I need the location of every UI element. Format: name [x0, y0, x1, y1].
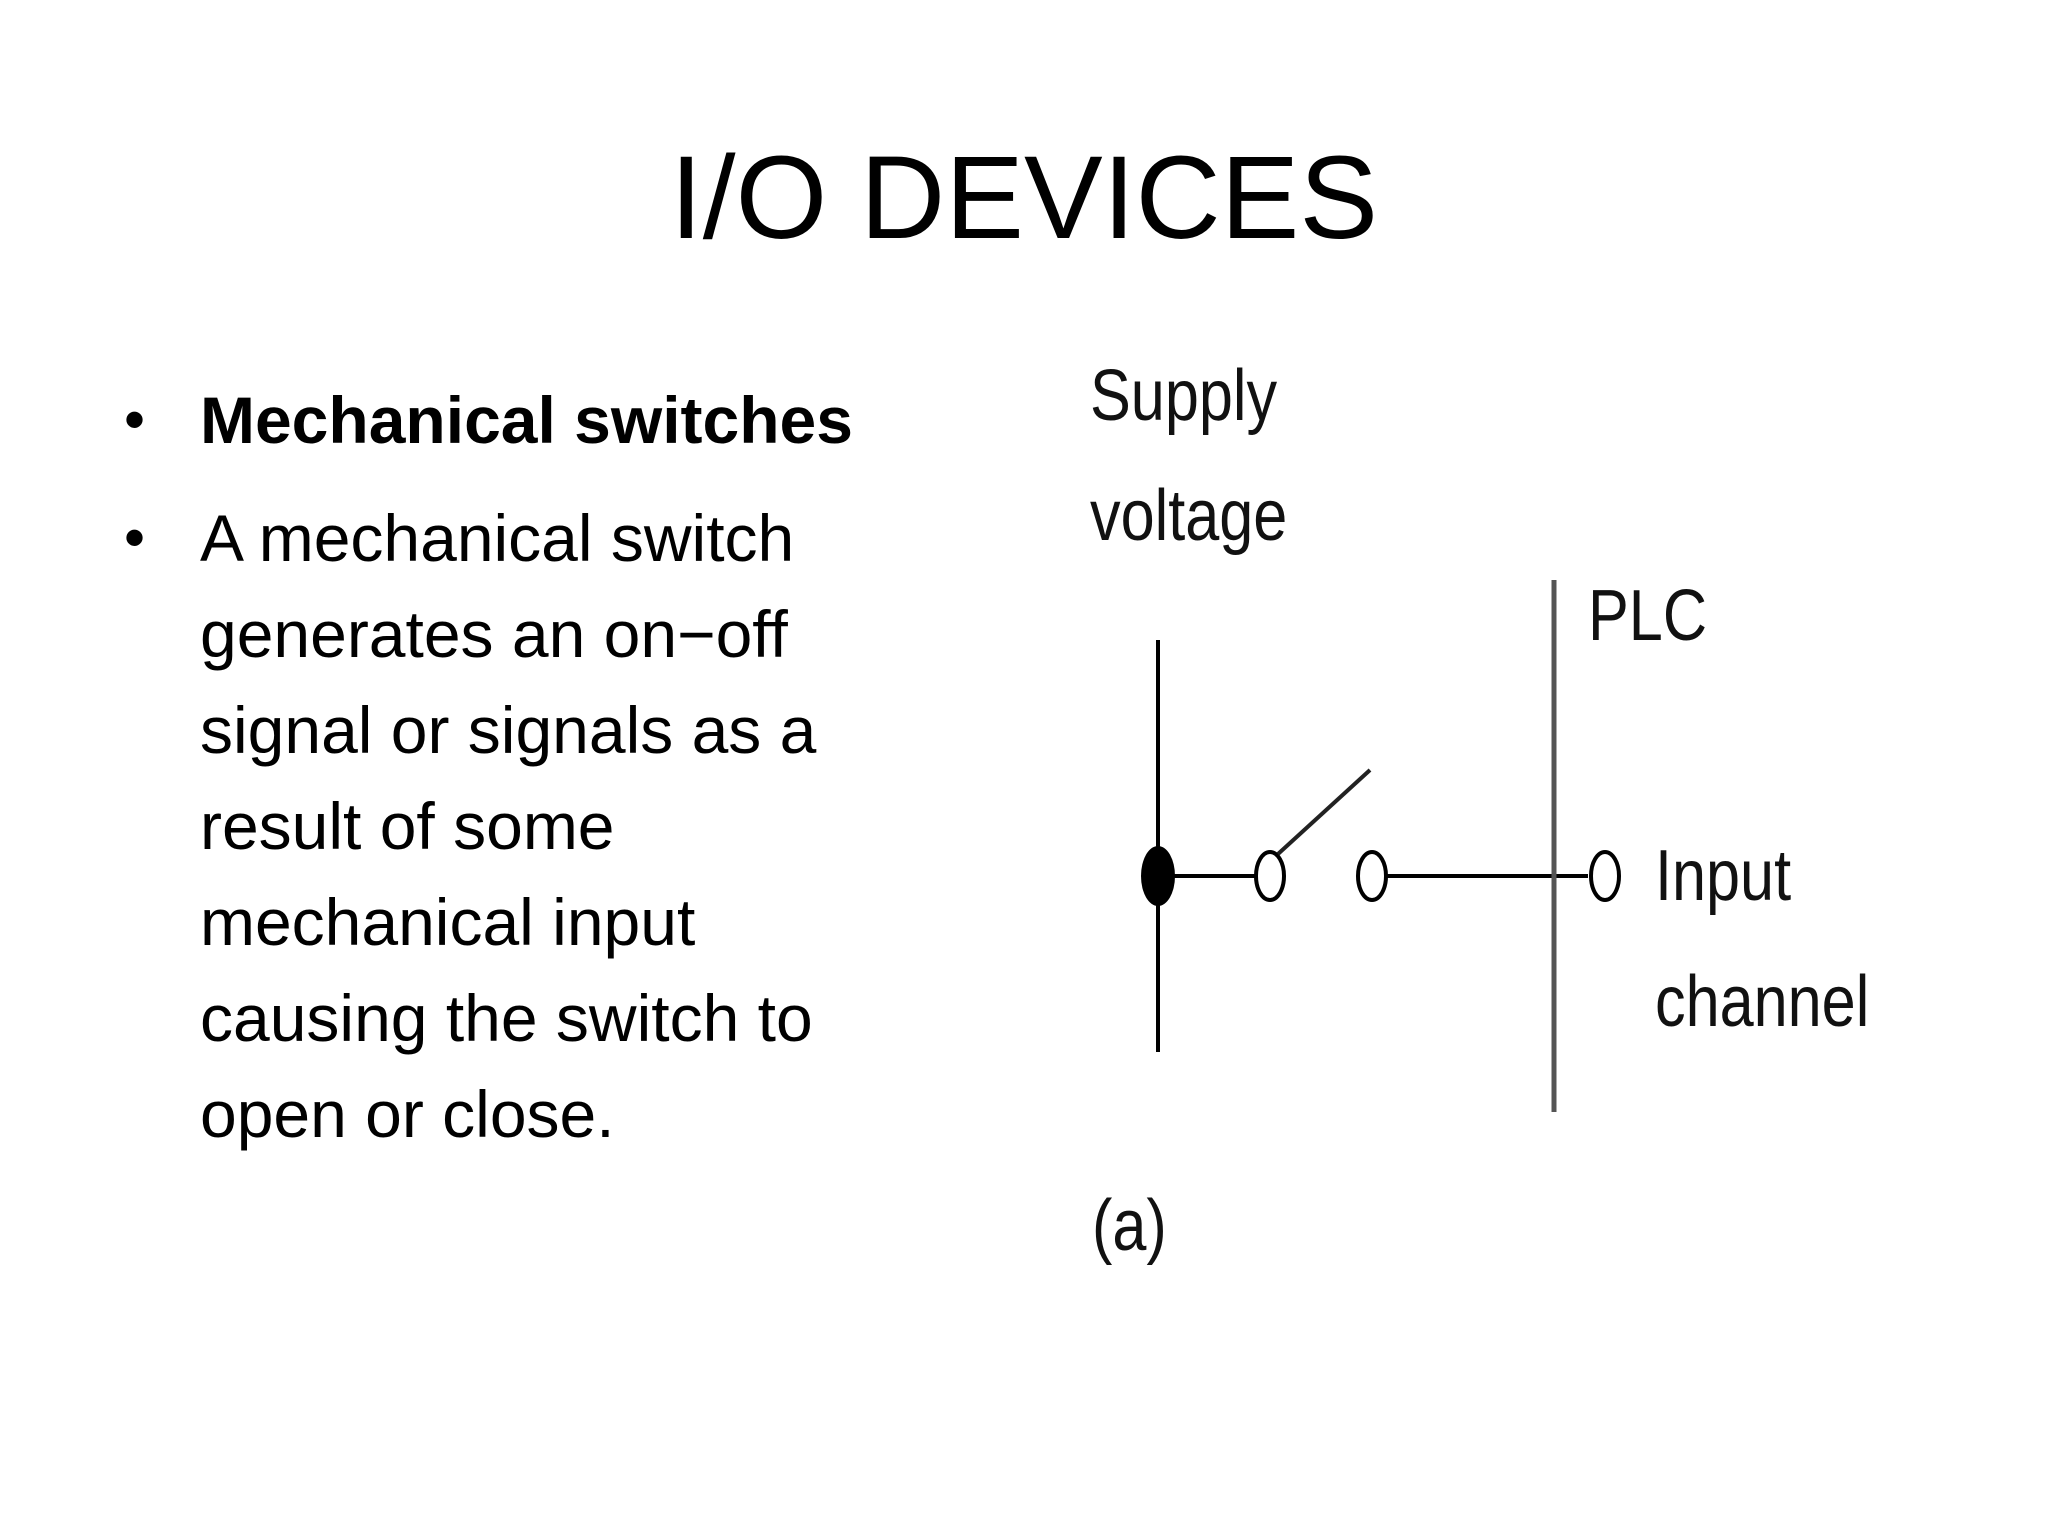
bullet-text: A mechanical switch generates an on−off …	[200, 501, 817, 1151]
supply-label-line1: Supply	[1090, 356, 1278, 436]
switch-left-terminal	[1254, 850, 1286, 902]
plc-input-terminal	[1589, 850, 1621, 902]
supply-label-line2: voltage	[1090, 476, 1287, 556]
bullet-list: • Mechanical switches • A mechanical swi…	[120, 372, 940, 1184]
bullet-dot-icon: •	[124, 504, 146, 571]
plc-label: PLC	[1588, 576, 1707, 656]
figure-label: (a)	[1092, 1186, 1167, 1266]
switch-right-terminal	[1356, 850, 1388, 902]
bullet-item-heading: • Mechanical switches	[120, 372, 940, 468]
slide-title: I/O DEVICES	[669, 132, 1379, 264]
bullet-dot-icon: •	[124, 386, 146, 453]
input-label-line2: channel	[1655, 962, 1869, 1042]
switch-lever	[1276, 768, 1372, 856]
bullet-text: Mechanical switches	[200, 383, 853, 457]
switch-circuit-diagram: Supply voltage PLC Input channel (a)	[1090, 356, 1869, 1266]
bullet-item-description: • A mechanical switch generates an on−of…	[120, 490, 940, 1162]
input-label-line1: Input	[1655, 836, 1791, 916]
